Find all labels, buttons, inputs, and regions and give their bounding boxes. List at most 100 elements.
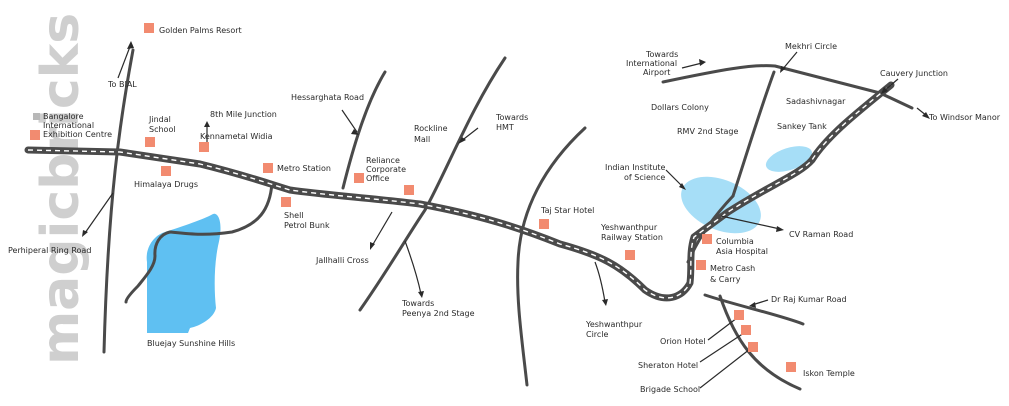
label-kennametal: Kennametal Widia xyxy=(200,132,273,141)
pointer-to-peenya xyxy=(404,240,422,295)
pointer-to-bial xyxy=(117,43,132,79)
label-yeshwanthpur-circle: Yeshwanthpur Circle xyxy=(585,320,645,339)
pointer-to-windsor-arrow xyxy=(922,112,930,119)
pointer-to-iisc-arrow xyxy=(679,183,686,190)
pointer-to-cv-raman xyxy=(720,215,781,230)
marker-rockline xyxy=(404,185,414,195)
label-sheraton: Sheraton Hotel xyxy=(638,361,698,370)
pointer-to-ring-road xyxy=(84,192,114,234)
label-bluejay: Bluejay Sunshine Hills xyxy=(147,339,235,348)
label-taj-star: Taj Star Hotel xyxy=(540,206,594,215)
label-rockline: Rockline Mall xyxy=(414,124,450,144)
label-reliance: Reliance Corporate Office xyxy=(366,156,409,183)
marker-jindal xyxy=(145,137,155,147)
marker-yeshwanthpur-station xyxy=(625,250,635,260)
pointer-to-yeshwanthpur-circle-arrow xyxy=(602,299,608,306)
dr-rajkumar-road xyxy=(703,293,805,326)
label-hessarghata: Hessarghata Road xyxy=(291,93,364,102)
marker-brigade xyxy=(748,342,758,352)
tumkur-road-dash xyxy=(27,84,892,299)
label-towards-peenya: Towards Peenya 2nd Stage xyxy=(401,299,475,318)
label-towards-airport: Towards International Airport xyxy=(626,50,681,77)
label-columbia: Columbia Asia Hospital xyxy=(716,237,768,256)
pointer-to-yeshwanthpur-circle xyxy=(594,261,606,303)
label-bangalore-exhibition: Bangalore International Exhibition Centr… xyxy=(43,112,112,139)
label-brigade: Brigade School xyxy=(640,385,700,394)
label-towards-hmt: Towards HMT xyxy=(495,113,531,132)
pointer-to-jalahalli xyxy=(371,211,393,247)
pointer-to-bial-arrow xyxy=(127,41,134,49)
pointer-to-8th-mile-arrow xyxy=(204,121,210,127)
marker-orion xyxy=(734,310,744,320)
label-golden-palms: Golden Palms Resort xyxy=(159,26,242,35)
pointer-to-mekhri xyxy=(781,51,798,71)
label-windsor: To Windsor Manor xyxy=(928,113,1001,122)
label-to-bial: To BIAL xyxy=(107,80,137,89)
label-himalaya: Himalaya Drugs xyxy=(134,180,198,189)
label-dr-raj: Dr Raj Kumar Road xyxy=(771,295,847,304)
label-rmv: RMV 2nd Stage xyxy=(677,127,738,136)
pointer-to-airport-arrow xyxy=(699,59,706,66)
label-iisc: Indian Institute of Science xyxy=(605,163,668,182)
bluejay-sunshine-hills-area xyxy=(146,213,221,333)
pointer-to-airport xyxy=(681,62,703,69)
label-yeshwanthpur-station: Yeshwanthpur Railway Station xyxy=(600,223,663,242)
sankey-tank-lake xyxy=(765,146,813,172)
pointer-to-peenya-arrow xyxy=(418,291,424,298)
pointer-to-iisc xyxy=(665,169,684,188)
marker-kennametal xyxy=(199,142,209,152)
marker-exhibition-centre xyxy=(30,130,40,140)
yeshwanthpur-circle-road xyxy=(516,126,587,387)
pointer-to-cauvery-arrow xyxy=(881,87,888,94)
label-orion: Orion Hotel xyxy=(660,337,706,346)
label-jalahalli: Jallhalli Cross xyxy=(315,256,369,265)
label-cv-raman: CV Raman Road xyxy=(789,230,853,239)
pointer-to-cv-raman-arrow xyxy=(776,226,784,232)
label-dollars: Dollars Colony xyxy=(651,103,709,112)
marker-iskon xyxy=(786,362,796,372)
label-pointers xyxy=(82,41,930,389)
label-sadashivnagar: Sadashivnagar xyxy=(786,97,846,106)
marker-bangalore-exhibition xyxy=(33,113,40,120)
place-labels: Golden Palms Resort To BIAL Bangalore In… xyxy=(8,26,1001,394)
label-cauvery: Cauvery Junction xyxy=(880,69,948,78)
marker-taj-star xyxy=(539,219,549,229)
magicbricks-watermark: magicbricks xyxy=(31,13,91,365)
label-mekhri: Mekhri Circle xyxy=(785,42,837,51)
pointer-to-jalahalli-arrow xyxy=(370,242,375,250)
label-peripheral-ring: Perhiperal Ring Road xyxy=(8,246,91,255)
hessarghata-road xyxy=(341,70,387,190)
pointer-to-dr-raj-arrow xyxy=(749,302,756,308)
pointer-to-cauvery xyxy=(883,78,899,92)
mekhri-road xyxy=(731,70,776,198)
label-shell: Shell Petrol Bunk xyxy=(284,211,330,230)
marker-metro-cash xyxy=(696,260,706,270)
pointer-to-orion xyxy=(707,317,738,341)
marker-metro-station xyxy=(263,163,273,173)
pointer-to-sheraton xyxy=(699,332,745,363)
label-metro-station: Metro Station xyxy=(277,164,331,173)
pointer-to-mekhri-arrow xyxy=(780,66,786,73)
pointer-to-brigade xyxy=(699,348,751,389)
location-markers xyxy=(30,23,796,372)
label-iskon: Iskon Temple xyxy=(803,369,855,378)
road-network xyxy=(102,48,914,391)
pointer-to-hessarghata-arrow xyxy=(351,129,359,135)
marker-sheraton xyxy=(741,325,751,335)
hmt-road xyxy=(358,56,507,312)
marker-columbia xyxy=(702,234,712,244)
marker-reliance xyxy=(354,173,364,183)
label-jindal: Jindal School xyxy=(148,115,176,134)
pointer-to-ring-road-arrow xyxy=(82,230,88,237)
label-metro-cash: Metro Cash & Carry xyxy=(710,264,758,284)
label-sankey: Sankey Tank xyxy=(777,122,827,131)
pointer-to-hmt-arrow xyxy=(458,137,466,144)
highway-network xyxy=(24,81,895,302)
airport-road xyxy=(661,64,914,110)
bluejay-access-road xyxy=(124,181,274,304)
label-8th-mile: 8th Mile Junction xyxy=(210,110,277,119)
marker-himalaya xyxy=(161,166,171,176)
iisc-campus-area xyxy=(681,176,761,234)
